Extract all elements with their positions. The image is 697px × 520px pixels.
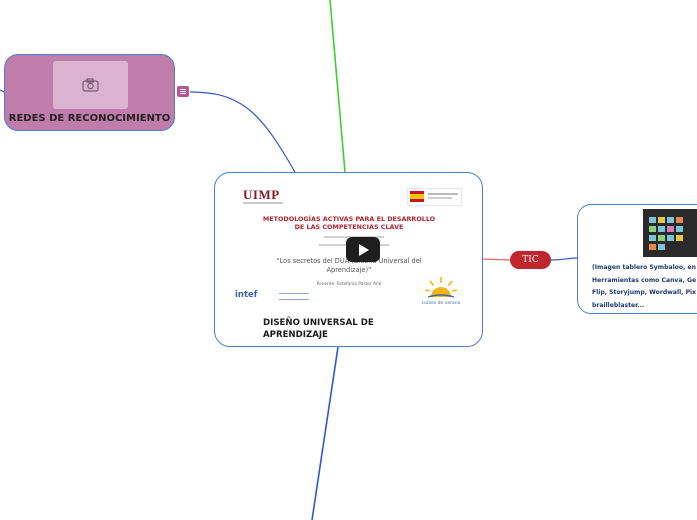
node-label: DISEÑO UNIVERSAL DE APRENDIZAJE [263,318,374,340]
node-redes-de-reconocimiento[interactable]: REDES DE RECONOCIMIENTO [4,54,175,131]
node-tic-herramientas[interactable]: (Imagen tablero Symbaloo, en Herramienta… [577,204,697,314]
node-text: (Imagen tablero Symbaloo, en Herramienta… [592,264,697,309]
intef-logo: intef [235,290,258,300]
connector-right-blue [550,257,578,261]
connector-bottom-blue [311,346,339,520]
slide-ponente: Ponente: Estefanía Pastor Añó [316,282,382,287]
connector-right-red [482,258,511,261]
logo-subline [243,202,283,204]
node-label: REDES DE RECONOCIMIENTO [8,113,171,124]
uimp-logo: UIMP [243,187,280,202]
intef-subtitle [279,293,309,300]
slide-title: METODOLOGÍAS ACTIVAS PARA EL DESARROLLO … [262,215,436,231]
camera-icon [82,78,99,92]
symbaloo-thumbnail [643,209,697,257]
ministry-logo [407,188,462,206]
connector-left-blue [189,91,297,175]
tic-connector-label[interactable]: TIC [510,251,551,269]
node-diseno-universal[interactable]: UIMP METODOLOGÍAS ACTIVAS PARA EL DESARR… [214,172,483,347]
image-placeholder [53,61,128,109]
play-icon[interactable] [346,237,380,262]
cursos-verano-label: cursos de verano [421,301,461,306]
embedded-video-slide[interactable]: UIMP METODOLOGÍAS ACTIVAS PARA EL DESARR… [229,177,469,312]
connector-left-edge [0,89,5,93]
note-icon[interactable] [177,86,189,97]
sun-icon [424,277,458,298]
connector-top-green [329,0,346,173]
